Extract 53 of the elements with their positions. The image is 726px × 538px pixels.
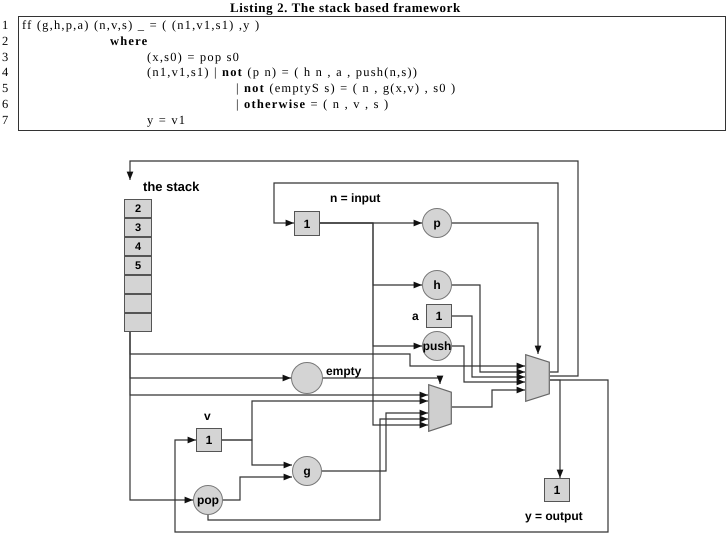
code-line: y = v1 xyxy=(147,112,186,128)
function-circle xyxy=(291,362,323,394)
code-line: (x,s0) = pop s0 xyxy=(147,50,240,65)
connector-arrow xyxy=(174,379,609,533)
node-caption: n = input xyxy=(330,191,380,205)
connector-arrow xyxy=(452,284,525,376)
listing-title: Listing 2. The stack based framework xyxy=(230,0,461,16)
line-number: 7 xyxy=(2,112,10,128)
stack-cell: 3 xyxy=(124,218,152,237)
register-box: 1 xyxy=(544,478,570,502)
register-box: 1 xyxy=(196,428,222,452)
stack-cell: 5 xyxy=(124,256,152,275)
node-caption: a xyxy=(412,309,419,323)
connector-arrow xyxy=(322,410,428,472)
stack-cell xyxy=(124,275,152,294)
register-box: 1 xyxy=(294,211,320,236)
node-caption: empty xyxy=(326,364,362,378)
line-number: 1 xyxy=(2,18,10,33)
node-caption: v xyxy=(204,409,211,423)
connector-arrow xyxy=(320,222,428,428)
connector-arrow xyxy=(452,222,542,354)
connector-arrow xyxy=(452,315,525,380)
stack-cell: 2 xyxy=(124,199,152,218)
node-caption: y = output xyxy=(525,509,583,523)
code-line: (n1,v1,s1) | not (p n) = ( h n , a , push(n,s)) xyxy=(147,65,418,80)
function-circle: h xyxy=(422,270,452,300)
line-number: 3 xyxy=(2,50,10,65)
connector-arrow xyxy=(323,376,444,384)
code-line: where xyxy=(110,34,148,49)
connector-arrow xyxy=(452,345,525,386)
code-line: | not (emptyS s) = ( n , g(x,v) , s0 ) xyxy=(236,81,456,96)
connector-arrow xyxy=(223,474,292,501)
line-number: 6 xyxy=(2,97,10,112)
function-circle: push xyxy=(422,331,452,361)
connector-arrow xyxy=(273,182,559,373)
function-circle: g xyxy=(292,456,322,486)
line-number: 2 xyxy=(2,34,10,49)
connector-arrow xyxy=(126,160,579,377)
connector-arrow xyxy=(452,386,525,408)
register-box: 1 xyxy=(426,304,452,328)
stack-cell: 4 xyxy=(124,237,152,256)
function-circle: pop xyxy=(193,485,223,515)
line-number: 5 xyxy=(2,81,10,96)
code-line: | otherwise = ( n , v , s ) xyxy=(236,97,390,112)
stack-cell xyxy=(124,294,152,313)
stack-heading: the stack xyxy=(143,180,200,194)
function-circle: p xyxy=(422,208,452,238)
connector-arrow xyxy=(222,439,292,468)
connector-arrow xyxy=(129,332,428,398)
stack-cell xyxy=(124,313,152,332)
line-number: 4 xyxy=(2,65,10,80)
connector-arrow xyxy=(207,416,428,521)
code-line: ff (g,h,p,a) (n,v,s) _ = ( (n1,v1,s1) ,y ) xyxy=(22,18,260,33)
